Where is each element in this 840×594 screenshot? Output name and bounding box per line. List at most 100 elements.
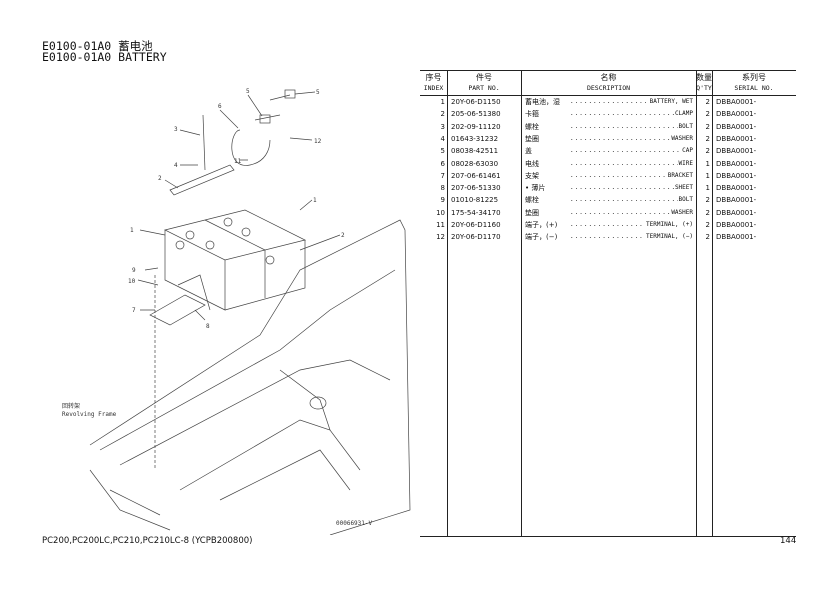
cell-serial: DBBA0001- (716, 196, 757, 205)
callout-3: 3 (174, 126, 178, 133)
cell-zh: 螺栓 (525, 196, 539, 205)
cell-en: CAP (570, 145, 693, 158)
cell-en: BOLT (570, 194, 693, 207)
cell-zh: 蓄电池，湿 (525, 98, 560, 106)
table-row: 6 08028-63030 电线 WIRE 1 DBBA0001- (420, 157, 796, 170)
cell-part: 01643-31232 (451, 134, 499, 143)
callout-5b: 5 (316, 89, 320, 96)
callout-11: 11 (234, 158, 242, 165)
cell-index: 1 (440, 98, 445, 106)
cell-part: 175-54-34170 (451, 208, 501, 217)
table-row: 9 01010-81225 螺栓 BOLT 2 DBBA0001- (420, 194, 796, 207)
table-row: 4 01643-31232 垫圈 WASHER 2 DBBA0001- (420, 132, 796, 145)
cell-qty: 2 (705, 122, 710, 131)
cell-serial: DBBA0001- (716, 233, 757, 242)
cell-index: 9 (440, 196, 445, 205)
cell-index: 3 (440, 122, 445, 131)
cell-index: 2 (440, 110, 445, 119)
cell-qty: 2 (705, 134, 710, 143)
cell-en: WASHER (570, 132, 693, 145)
cell-serial: DBBA0001- (716, 147, 757, 156)
cell-en: TERMINAL, (+) (570, 219, 693, 231)
cell-serial: DBBA0001- (716, 98, 757, 106)
callout-12: 12 (314, 138, 322, 145)
cell-qty: 2 (705, 233, 710, 242)
cell-index: 4 (440, 134, 445, 143)
exploded-parts-diagram: 1 2 3 4 5 6 7 8 9 10 11 12 5 1 2 回转架 Rev… (62, 88, 411, 535)
cell-serial: DBBA0001- (716, 159, 757, 168)
callout-9: 9 (132, 267, 136, 274)
cell-part: 207-06-61461 (451, 171, 501, 180)
cell-part: 08038-42511 (451, 147, 499, 156)
cell-part: 01010-81225 (451, 196, 499, 205)
cell-part: 202-09-11120 (451, 122, 501, 131)
callout-5: 5 (246, 88, 250, 95)
cell-zh: 端子，(+) (525, 221, 558, 229)
cell-serial: DBBA0001- (716, 171, 757, 180)
cell-qty: 2 (705, 147, 710, 156)
cell-qty: 2 (705, 208, 710, 217)
cell-zh: • 薄片 (525, 184, 546, 193)
cell-qty: 2 (705, 110, 710, 119)
cell-qty: 2 (705, 221, 710, 229)
callout-1: 1 (130, 227, 134, 234)
cell-index: 10 (436, 208, 445, 217)
cell-zh: 支架 (525, 171, 539, 180)
cell-en: WASHER (570, 206, 693, 219)
cell-part: 20Y-06-D1150 (451, 98, 501, 106)
cell-zh: 电线 (525, 159, 539, 168)
callout-4: 4 (174, 162, 178, 169)
cell-en: BRACKET (570, 169, 693, 182)
frame-label-zh: 回转架 (62, 402, 80, 410)
cell-qty: 1 (705, 159, 710, 168)
cell-serial: DBBA0001- (716, 122, 757, 131)
cell-en: BATTERY, WET (570, 96, 693, 108)
callout-1b: 1 (313, 197, 317, 204)
cell-index: 8 (440, 184, 445, 193)
cell-index: 6 (440, 159, 445, 168)
callout-6: 6 (218, 103, 222, 110)
cell-en: WIRE (570, 157, 693, 170)
cell-en: BOLT (570, 120, 693, 133)
page-title-zh: E0100-01A0 蓄电池 (42, 39, 153, 53)
cell-part: 08028-63030 (451, 159, 499, 168)
cell-qty: 1 (705, 171, 710, 180)
cell-en: CLAMP (570, 108, 693, 121)
cell-serial: DBBA0001- (716, 134, 757, 143)
cell-qty: 2 (705, 196, 710, 205)
table-row: 2 205-06-51380 卡箍 CLAMP 2 DBBA0001- (420, 108, 796, 121)
cell-part: 207-06-51330 (451, 184, 501, 193)
cell-part: 205-06-51380 (451, 110, 501, 119)
cell-index: 11 (436, 221, 445, 229)
frame-label-en: Revolving Frame (62, 411, 117, 418)
cell-serial: DBBA0001- (716, 208, 757, 217)
cell-serial: DBBA0001- (716, 110, 757, 119)
callout-2b: 2 (341, 232, 345, 239)
cell-zh: 端子，(−) (525, 233, 558, 242)
table-row: 7 207-06-61461 支架 BRACKET 1 DBBA0001- (420, 169, 796, 182)
cell-zh: 卡箍 (525, 110, 539, 119)
callout-2: 2 (158, 175, 162, 182)
drawing-number: 00066931-V (336, 520, 373, 527)
cell-index: 12 (436, 233, 445, 242)
cell-serial: DBBA0001- (716, 184, 757, 193)
cell-part: 20Y-06-D1160 (451, 221, 501, 229)
cell-part: 20Y-06-D1170 (451, 233, 501, 242)
table-row: 12 20Y-06-D1170 端子，(−) TERMINAL, (−) 2 DBBA00… (420, 231, 796, 244)
cell-zh: 垫圈 (525, 134, 539, 143)
cell-en: TERMINAL, (−) (570, 231, 693, 244)
cell-en: SHEET (570, 182, 693, 195)
cell-index: 5 (440, 147, 445, 156)
cell-index: 7 (440, 171, 445, 180)
